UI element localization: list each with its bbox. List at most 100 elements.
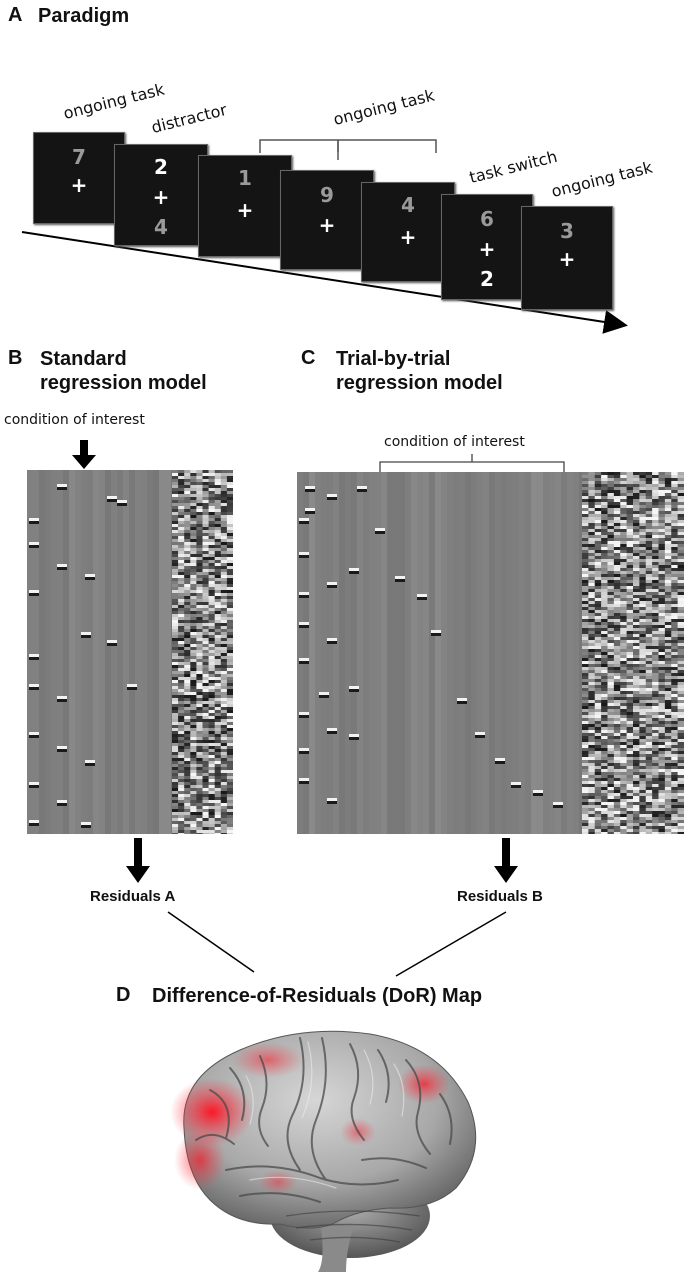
nuisance-regressor [620, 781, 627, 784]
nuisance-regressor [613, 553, 621, 556]
nuisance-regressor [652, 484, 659, 487]
nuisance-regressor [196, 485, 203, 488]
nuisance-regressor [645, 769, 653, 772]
nuisance-regressor [226, 659, 233, 662]
nuisance-regressor [633, 592, 640, 595]
nuisance-regressor [588, 490, 596, 493]
nuisance-regressor [202, 743, 209, 746]
nuisance-regressor [172, 833, 179, 834]
nuisance-regressor [178, 794, 185, 797]
nuisance-regressor [588, 679, 596, 682]
nuisance-regressor [633, 787, 640, 790]
nuisance-regressor [172, 605, 179, 608]
nuisance-regressor [226, 518, 233, 521]
nuisance-regressor [633, 517, 640, 520]
nuisance-regressor [671, 733, 678, 736]
nuisance-regressor [588, 712, 596, 715]
nuisance-regressor [582, 517, 589, 520]
nuisance-regressor [607, 574, 615, 577]
nuisance-regressor [594, 580, 602, 583]
nuisance-regressor [664, 541, 672, 544]
nuisance-regressor [588, 523, 596, 526]
nuisance-regressor [582, 697, 589, 700]
nuisance-regressor [588, 673, 596, 676]
nuisance-regressor [607, 676, 615, 679]
nuisance-regressor [652, 625, 659, 628]
nuisance-regressor [220, 497, 228, 500]
nuisance-regressor [613, 799, 621, 802]
nuisance-regressor [658, 679, 666, 682]
nuisance-regressor [607, 796, 615, 799]
nuisance-regressor [664, 808, 672, 811]
regressor-onset [107, 643, 117, 646]
nuisance-regressor [664, 742, 672, 745]
nuisance-regressor [677, 493, 684, 496]
panel-d-title: Difference-of-Residuals (DoR) Map [152, 985, 483, 1007]
nuisance-regressor [208, 821, 215, 824]
nuisance-regressor [639, 784, 647, 787]
regressor-onset [299, 661, 309, 664]
nuisance-regressor [639, 601, 647, 604]
nuisance-regressor [639, 556, 647, 559]
nuisance-regressor [664, 589, 672, 592]
nuisance-regressor [639, 652, 647, 655]
nuisance-regressor [664, 568, 672, 571]
regressor-onset [349, 571, 359, 574]
nuisance-regressor [645, 754, 653, 757]
nuisance-regressor [607, 703, 615, 706]
nuisance-regressor [178, 665, 185, 668]
regressor-onset [305, 489, 315, 492]
nuisance-regressor [172, 650, 179, 653]
nuisance-regressor [601, 643, 608, 646]
nuisance-regressor [664, 805, 672, 808]
nuisance-regressor [196, 818, 203, 821]
nuisance-regressor [172, 530, 179, 533]
nuisance-regressor [196, 770, 203, 773]
nuisance-regressor [620, 589, 627, 592]
nuisance-regressor [633, 766, 640, 769]
regressor-onset [349, 737, 359, 740]
nuisance-regressor [607, 799, 615, 802]
panel-c-title-line1: Trial-by-trial [336, 348, 451, 370]
nuisance-regressor [645, 736, 653, 739]
nuisance-regressor [184, 524, 191, 527]
nuisance-regressor [607, 673, 615, 676]
nuisance-regressor [178, 722, 185, 725]
nuisance-regressor [190, 473, 197, 476]
nuisance-regressor [639, 802, 647, 805]
nuisance-regressor [202, 617, 209, 620]
nuisance-regressor [214, 743, 222, 746]
nuisance-regressor [677, 805, 684, 808]
nuisance-regressor [202, 590, 209, 593]
nuisance-regressor [208, 512, 215, 515]
nuisance-regressor [652, 610, 659, 613]
nuisance-regressor [601, 664, 608, 667]
nuisance-regressor [184, 788, 191, 791]
nuisance-regressor [664, 745, 672, 748]
nuisance-regressor [664, 640, 672, 643]
nuisance-regressor [633, 601, 640, 604]
nuisance-regressor [226, 644, 233, 647]
nuisance-regressor [582, 544, 589, 547]
nuisance-regressor [658, 673, 666, 676]
nuisance-regressor [633, 745, 640, 748]
nuisance-regressor [601, 673, 608, 676]
nuisance-regressor [178, 719, 185, 722]
nuisance-regressor [620, 667, 627, 670]
nuisance-regressor [677, 748, 684, 751]
nuisance-regressor [645, 610, 653, 613]
nuisance-regressor [671, 526, 678, 529]
nuisance-regressor [601, 487, 608, 490]
nuisance-regressor [208, 812, 215, 815]
nuisance-regressor [184, 686, 191, 689]
nuisance-regressor [582, 739, 589, 742]
nuisance-regressor [626, 589, 634, 592]
nuisance-regressor [639, 580, 647, 583]
nuisance-regressor [220, 524, 228, 527]
nuisance-regressor [202, 761, 209, 764]
nuisance-regressor [639, 559, 647, 562]
nuisance-regressor [588, 577, 596, 580]
nuisance-regressor [639, 664, 647, 667]
nuisance-regressor [639, 787, 647, 790]
nuisance-regressor [184, 785, 191, 788]
